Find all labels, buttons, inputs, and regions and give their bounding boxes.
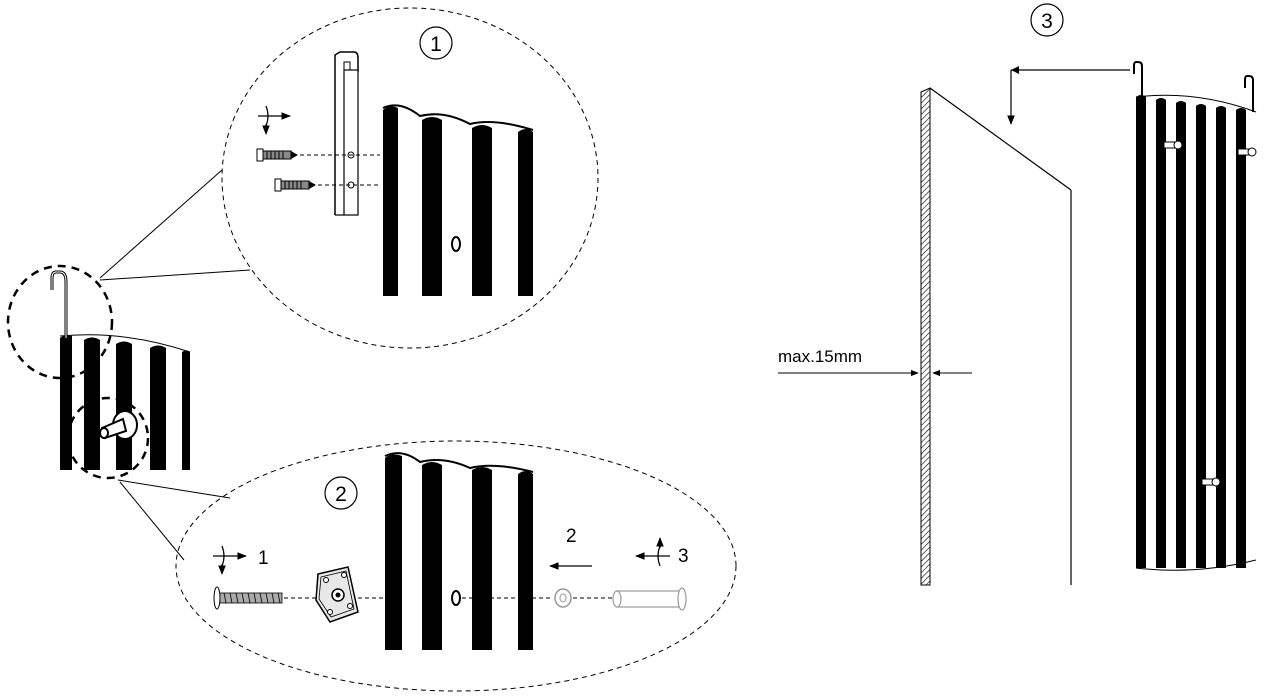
leader-line [99,269,251,281]
step-1-number: 1 [430,33,442,56]
panel-detail-1 [382,104,534,297]
screw-lower [274,178,316,192]
hook-large [1133,61,1254,112]
step-2-marker: 2 [324,476,358,510]
leader-line [117,479,231,499]
knob-detail-circle [66,396,150,480]
step-3-marker: 3 [1030,3,1064,37]
rotate-arrow-icon [635,537,670,567]
substep-3-label: 3 [678,546,689,567]
door-leaf [920,87,1072,586]
step-1-marker: 1 [419,26,453,60]
panel-large [1135,94,1257,571]
hook-small [50,270,68,338]
max-thickness-label: max.15mm [778,347,862,366]
washer [554,588,572,608]
hang-direction-arrow [1007,66,1130,125]
mounting-plate [315,566,359,623]
knob-large [1163,140,1183,150]
knob-large [1201,477,1221,487]
detail-2-ellipse [175,440,737,692]
rotate-arrow-icon [258,105,291,135]
leader-line [119,481,185,561]
panel-detail-2 [384,452,534,650]
step-2-number: 2 [335,483,347,506]
step-3-number: 3 [1041,10,1053,33]
bolt [213,586,283,610]
knob-cap [612,587,687,611]
door-thickness-dimension: max.15mm [778,347,972,377]
substep-2-label: 2 [566,526,577,547]
substep-1-label: 1 [258,548,269,569]
leader-line [99,169,223,279]
detail-1-ellipse [221,7,599,349]
hook-detail-circle [6,264,114,380]
knob-large [1237,147,1257,157]
knob-small [99,410,138,440]
screw-upper [256,148,298,162]
panel-small [59,334,191,470]
hook-bracket [334,51,359,216]
rotate-arrow-icon [213,545,247,575]
